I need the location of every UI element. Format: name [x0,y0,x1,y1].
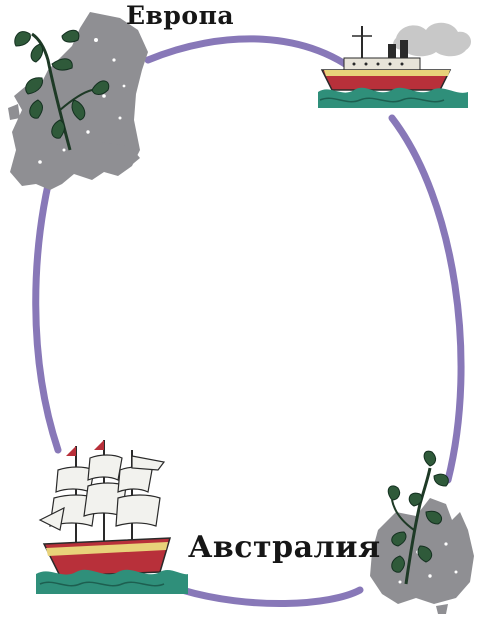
plant-icon [387,450,449,585]
route-left [32,156,62,454]
route-bottom [178,586,364,607]
steamship-icon [318,22,472,108]
plant-icon [14,29,110,151]
europe-label: Европа [126,1,235,30]
sailing-ship-icon [36,440,188,594]
europe-map-icon [8,12,148,190]
australia-label: Австралия [188,530,381,565]
route-right [388,114,465,484]
